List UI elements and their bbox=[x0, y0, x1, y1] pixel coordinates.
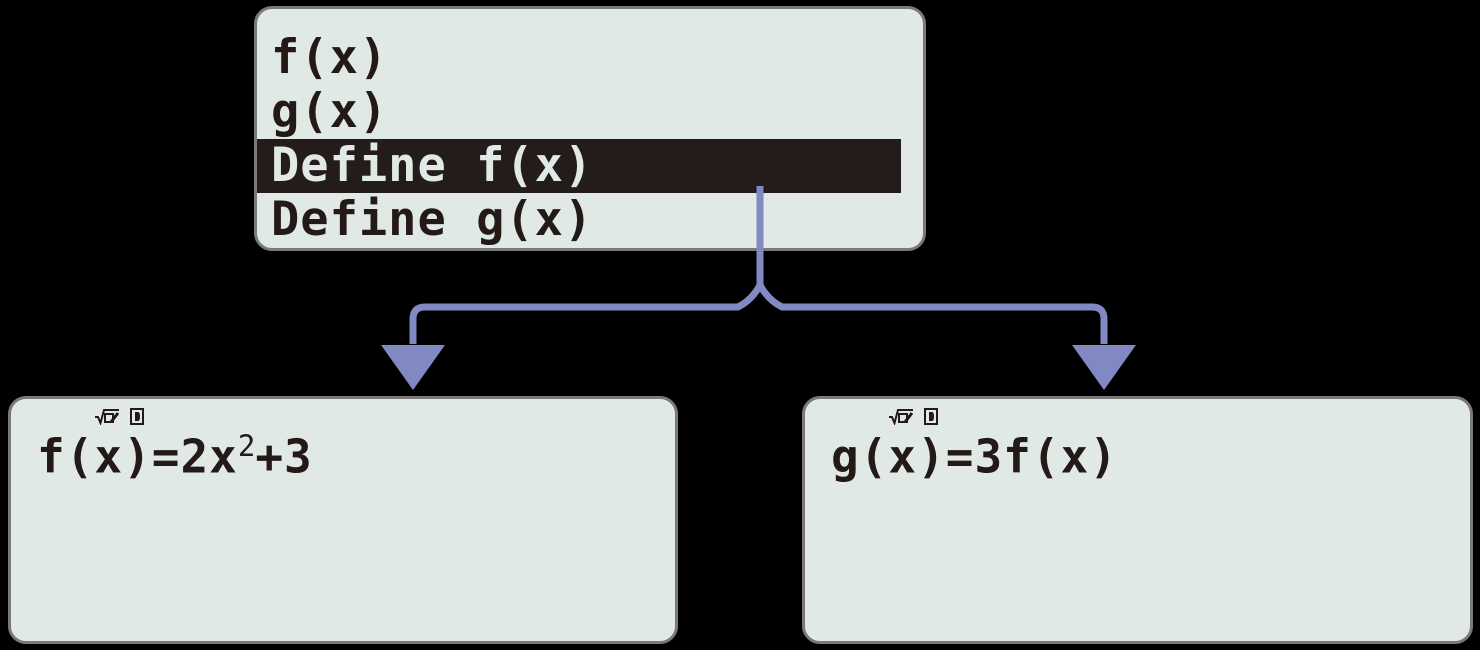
connector-left-branch bbox=[409, 283, 764, 344]
menu-item-fx[interactable]: f(x) bbox=[271, 30, 389, 85]
function-definition-menu-screen[interactable]: f(x) g(x) Define f(x) Define g(x) bbox=[254, 6, 926, 251]
g-expression: g(x)=3f(x) bbox=[831, 429, 1118, 483]
define-f-screen[interactable]: f(x)=2x2+3 bbox=[8, 396, 678, 644]
math-radical-icon bbox=[95, 408, 120, 425]
menu-item-gx[interactable]: g(x) bbox=[271, 84, 389, 139]
menu-item-define-gx[interactable]: Define g(x) bbox=[271, 192, 594, 247]
arrowhead-left-icon bbox=[381, 345, 445, 390]
f-expression: f(x)=2x2+3 bbox=[37, 429, 313, 483]
g-expression-base: g(x)=3f(x) bbox=[831, 429, 1118, 484]
define-g-screen[interactable]: g(x)=3f(x) bbox=[802, 396, 1473, 644]
menu-item-define-fx[interactable]: Define f(x) bbox=[257, 139, 901, 193]
connector-right-branch bbox=[756, 283, 1108, 344]
status-indicator-row bbox=[889, 405, 938, 427]
status-indicator-row bbox=[95, 405, 144, 427]
f-expression-tail: +3 bbox=[255, 429, 313, 484]
menu-list: f(x) g(x) Define f(x) Define g(x) bbox=[257, 31, 923, 247]
degree-mode-icon bbox=[924, 407, 938, 425]
f-expression-exponent: 2 bbox=[237, 429, 256, 463]
arrowhead-right-icon bbox=[1072, 345, 1136, 390]
degree-mode-icon bbox=[130, 407, 144, 425]
f-expression-base: f(x)=2x bbox=[37, 429, 238, 484]
math-radical-icon bbox=[889, 408, 914, 425]
